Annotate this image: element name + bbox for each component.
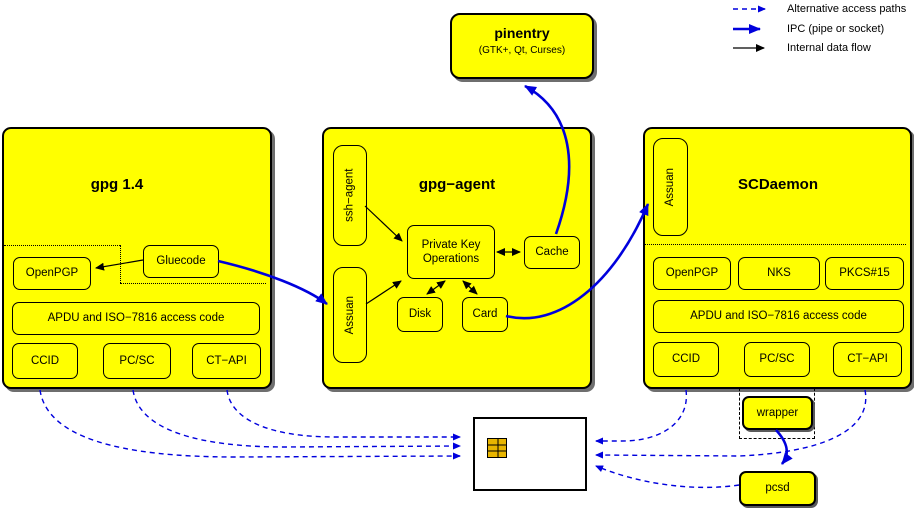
scdaemon-ccid-label: CCID — [671, 353, 701, 366]
gpg14-ctapi-label: CT−API — [206, 354, 247, 367]
scdaemon-pcsc-module: PC/SC — [744, 342, 810, 377]
gpg14-ccid-module: CCID — [12, 343, 78, 379]
gpg14-apdu-label: APDU and ISO−7816 access code — [47, 312, 225, 325]
pinentry-box: pinentry (GTK+, Qt, Curses) — [450, 13, 594, 79]
scdaemon-dotted-separator — [645, 244, 906, 245]
scdaemon-title: SCDaemon — [737, 176, 819, 193]
gpg14-apdu-module: APDU and ISO−7816 access code — [12, 302, 260, 335]
scdaemon-ctapi-label: CT−API — [847, 353, 888, 366]
scdaemon-pkcs15-module: PKCS#15 — [825, 257, 904, 290]
gpg-agent-assuan-label: Assuan — [343, 295, 356, 335]
gpg14-ctapi-module: CT−API — [192, 343, 261, 379]
legend-internal-label: Internal data flow — [787, 42, 871, 54]
scdaemon-assuan-module: Assuan — [653, 138, 688, 236]
gpg14-pcsc-label: PC/SC — [119, 354, 155, 367]
gpg-agent-private-key-ops-module: Private Key Operations — [407, 225, 495, 279]
scdaemon-nks-label: NKS — [767, 267, 791, 280]
gpg14-gluecode-module: Gluecode — [143, 245, 219, 278]
gpg-agent-ssh-agent-label: ssh−agent — [343, 168, 356, 223]
gpg-agent-cache-module: Cache — [524, 236, 580, 269]
gpg14-dotted-separator-v — [120, 245, 121, 283]
scdaemon-ccid-module: CCID — [653, 342, 719, 377]
gpg-agent-ssh-agent-module: ssh−agent — [333, 145, 367, 246]
scdaemon-apdu-label: APDU and ISO−7816 access code — [690, 310, 867, 323]
gpg14-pcsc-module: PC/SC — [103, 343, 171, 379]
scdaemon-openpgp-module: OpenPGP — [653, 257, 731, 290]
gpg14-dotted-separator-h1 — [4, 245, 120, 246]
gpg14-gluecode-label: Gluecode — [156, 255, 206, 268]
legend-ipc-label: IPC (pipe or socket) — [787, 23, 885, 35]
wrapper-box: wrapper — [742, 396, 813, 430]
gpg14-title: gpg 1.4 — [90, 176, 144, 193]
pinentry-subtitle: (GTK+, Qt, Curses) — [478, 45, 566, 56]
gpg-agent-assuan-module: Assuan — [333, 267, 367, 363]
pcsd-box: pcsd — [739, 471, 816, 506]
scdaemon-openpgp-label: OpenPGP — [665, 267, 719, 280]
gpg14-openpgp-module: OpenPGP — [13, 257, 91, 290]
scdaemon-apdu-module: APDU and ISO−7816 access code — [653, 300, 904, 333]
private-key-ops-line2: Operations — [422, 253, 480, 265]
legend-alt-access-label: Alternative access paths — [787, 3, 907, 15]
smartcard — [473, 417, 587, 491]
gpg-agent-cache-label: Cache — [535, 246, 569, 259]
gpg-agent-disk-label: Disk — [408, 308, 432, 321]
gpg-agent-card-label: Card — [472, 308, 498, 321]
gpg-agent-title: gpg−agent — [418, 176, 496, 193]
gpg-agent-card-module: Card — [462, 297, 508, 332]
chip-icon — [487, 438, 507, 458]
scdaemon-pkcs15-label: PKCS#15 — [839, 267, 890, 280]
scdaemon-nks-module: NKS — [738, 257, 820, 290]
pcsd-label: pcsd — [765, 482, 790, 495]
scdaemon-pcsc-label: PC/SC — [759, 353, 795, 366]
scdaemon-ctapi-module: CT−API — [833, 342, 902, 377]
gpg14-ccid-label: CCID — [30, 354, 60, 367]
scdaemon-assuan-label: Assuan — [664, 167, 677, 207]
gpg-agent-disk-module: Disk — [397, 297, 443, 332]
pinentry-title: pinentry — [494, 25, 550, 41]
private-key-ops-line1: Private Key — [421, 238, 481, 251]
gpg14-dotted-separator-h2 — [120, 283, 266, 284]
wrapper-label: wrapper — [756, 406, 799, 419]
gpg14-openpgp-label: OpenPGP — [25, 267, 79, 280]
